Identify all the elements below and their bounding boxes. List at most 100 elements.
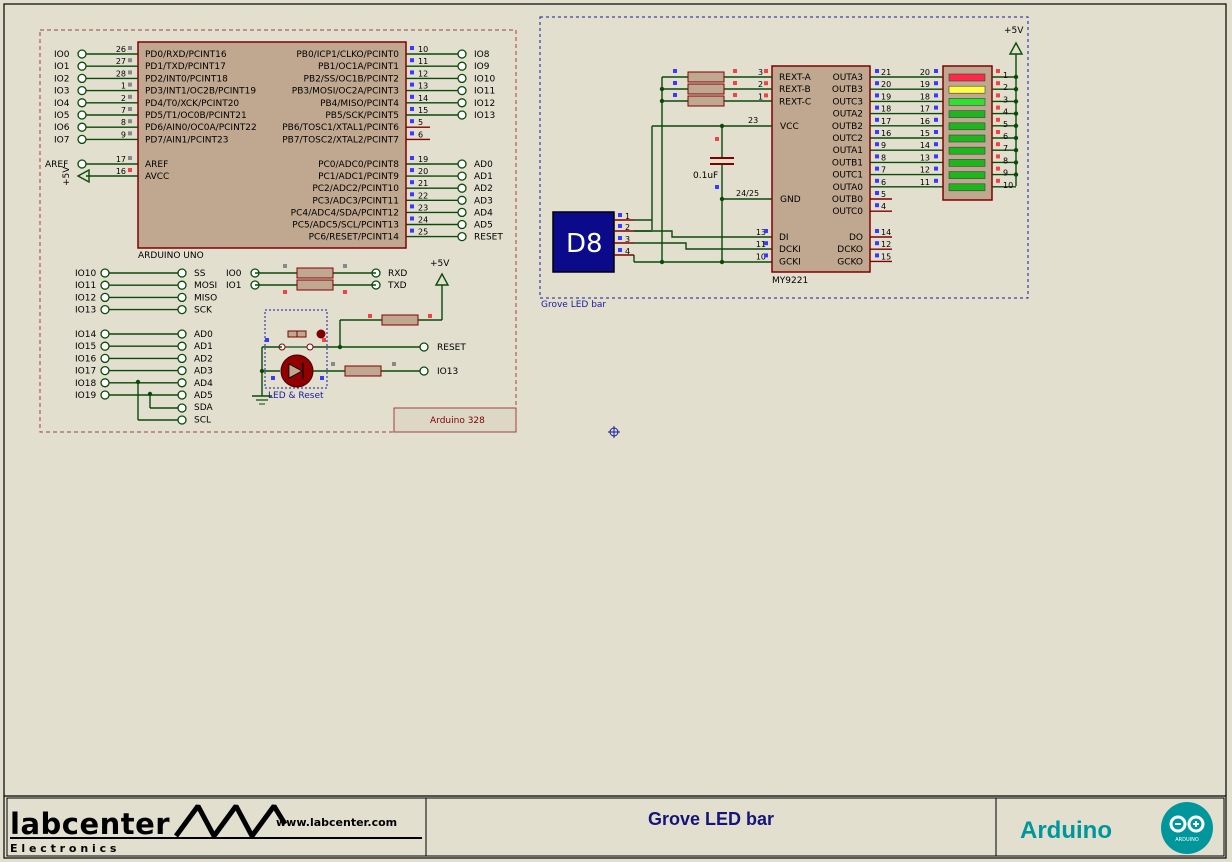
aref-pin-terminal[interactable] [77, 159, 87, 169]
io-pin-terminal[interactable] [457, 49, 467, 59]
crosshair-icon [608, 426, 620, 438]
resistor[interactable] [296, 279, 334, 291]
io-pin-terminal[interactable] [457, 231, 467, 242]
pin-name: OUTB2 [832, 122, 863, 132]
pin-name: OUTB1 [832, 158, 863, 168]
map-terminal[interactable] [100, 329, 110, 339]
led-segment [948, 85, 986, 94]
pin-number: 13 [418, 82, 428, 91]
map-terminal[interactable] [177, 329, 187, 339]
map-terminal[interactable] [177, 353, 187, 364]
io-pin-terminal[interactable] [77, 85, 87, 96]
pin-name: PB2/SS/OC1B/PCINT2 [304, 74, 399, 84]
grove-module-label: Grove LED bar [541, 300, 606, 310]
my9221-chip[interactable] [771, 65, 871, 273]
io-pin-terminal[interactable] [457, 73, 467, 84]
pin-name: PB4/MISO/PCINT4 [320, 99, 399, 109]
resistor[interactable] [687, 95, 725, 107]
led-resistor[interactable] [344, 365, 382, 377]
net-label: IO3 [54, 87, 69, 97]
pin-number: 15 [418, 106, 428, 115]
net-label: AD2 [194, 354, 213, 364]
map-terminal[interactable] [177, 365, 187, 376]
io-pin-terminal[interactable] [457, 61, 467, 71]
io-pin-terminal[interactable] [457, 219, 467, 230]
pin-number: 16 [881, 129, 891, 138]
power-arrow-icon [434, 272, 450, 286]
pin-name: PB7/TOSC2/XTAL2/PCINT7 [282, 135, 399, 145]
module-label: Arduino 328 [430, 416, 485, 426]
pin-number: 10 [1003, 181, 1013, 190]
resistor[interactable] [687, 71, 725, 83]
pin-number: 2 [758, 80, 763, 89]
io-pin-terminal[interactable] [457, 159, 467, 169]
pullup-resistor[interactable] [381, 314, 419, 326]
map-terminal[interactable] [177, 304, 187, 315]
pin-number: 21 [418, 179, 428, 188]
sda-pin[interactable] [177, 403, 187, 413]
map-terminal[interactable] [100, 378, 110, 388]
io-pin-terminal[interactable] [77, 61, 87, 71]
net-label: SCL [194, 415, 211, 425]
reset-pin[interactable] [419, 342, 429, 352]
map-terminal[interactable] [177, 280, 187, 290]
reset-button-contact [306, 343, 314, 351]
io-pin-terminal[interactable] [457, 85, 467, 96]
pin-number: 3 [625, 235, 630, 244]
io-pin-terminal[interactable] [77, 73, 87, 84]
led-segment [948, 73, 986, 82]
scl-pin[interactable] [177, 415, 187, 425]
arduino-chip[interactable] [137, 41, 407, 249]
net-label: AD5 [474, 221, 493, 231]
io-pin-terminal[interactable] [457, 110, 467, 120]
io-pin-terminal[interactable] [77, 134, 87, 145]
io-pin-terminal[interactable] [77, 98, 87, 108]
map-terminal[interactable] [177, 378, 187, 388]
map-terminal[interactable] [100, 292, 110, 303]
pin-name: PC2/ADC2/PCINT10 [312, 184, 399, 194]
d8-connector[interactable] [552, 211, 615, 273]
map-terminal[interactable] [100, 390, 110, 400]
io13-pin[interactable] [419, 366, 429, 376]
junction-dot [719, 196, 725, 202]
pin-number: 4 [881, 202, 886, 211]
power-wiring: 0.1uF 23 24/25 VCC GND [651, 116, 801, 262]
pin-number: 27 [116, 57, 126, 66]
io-pin-terminal[interactable] [77, 49, 87, 59]
io-pin-terminal[interactable] [457, 171, 467, 181]
map-terminal[interactable] [100, 365, 110, 376]
reset-power: +5V RESET [310, 259, 466, 353]
io-pin-terminal[interactable] [77, 122, 87, 132]
map-terminal[interactable] [100, 268, 110, 278]
pin-name: PC6/RESET/PCINT14 [309, 233, 400, 243]
map-terminal[interactable] [177, 390, 187, 400]
io-pin-terminal[interactable] [457, 98, 467, 108]
map-terminal[interactable] [177, 268, 187, 278]
net-label: IO8 [474, 50, 490, 60]
map-terminal[interactable] [100, 304, 110, 315]
resistor[interactable] [296, 267, 334, 279]
map-terminal[interactable] [100, 353, 110, 364]
pin-name: OUTC3 [832, 97, 863, 107]
io-pin-terminal[interactable] [457, 183, 467, 193]
net-label: AD5 [194, 391, 213, 401]
led-segment [948, 98, 986, 106]
net-label: SS [194, 269, 206, 279]
net-label: AD4 [194, 379, 213, 389]
io-pin-terminal[interactable] [77, 110, 87, 120]
net-label: IO2 [54, 74, 69, 84]
net-label: AD3 [474, 196, 493, 206]
io-pin-terminal[interactable] [457, 207, 467, 218]
map-terminal[interactable] [100, 280, 110, 290]
pin-name: OUTC0 [832, 207, 863, 217]
map-terminal[interactable] [100, 341, 110, 351]
io-pin-terminal[interactable] [457, 195, 467, 205]
resistor[interactable] [687, 83, 725, 95]
map-terminal[interactable] [177, 292, 187, 303]
map-terminal[interactable] [177, 341, 187, 351]
company-website[interactable]: www.labcenter.com [276, 816, 397, 829]
net-label: IO4 [54, 99, 70, 109]
power-arrow-icon [1008, 41, 1024, 55]
